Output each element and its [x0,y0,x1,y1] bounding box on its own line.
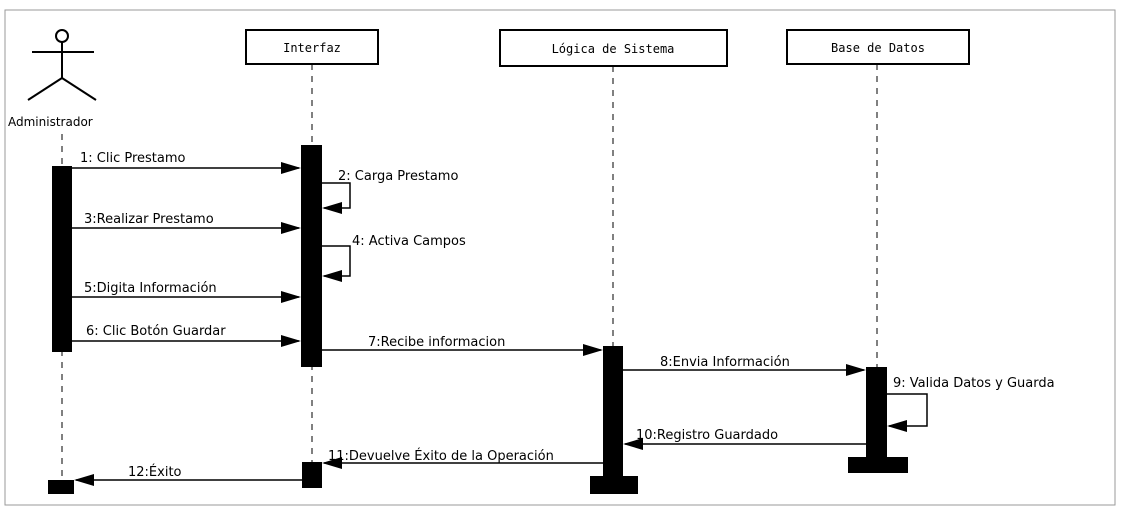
message-12: 12:Éxito [74,464,302,486]
activation-base [866,367,887,457]
message-1-label: 1: Clic Prestamo [80,151,186,166]
participant-interfaz: Interfaz [245,29,379,65]
message-12-label: 12:Éxito [128,464,182,480]
message-9: 9: Valida Datos y Guarda [887,376,1055,432]
message-4-arrow [322,245,351,282]
participant-logica-box [499,29,728,67]
message-11-label: 11:Devuelve Éxito de la Operación [328,448,554,464]
message-1: 1: Clic Prestamo [72,151,301,174]
actor-right-leg [61,77,97,101]
message-10-label: 10:Registro Guardado [636,428,778,443]
message-6-label: 6: Clic Botón Guardar [86,324,226,339]
message-8-label: 8:Envia Información [660,355,790,370]
message-9-arrow [887,393,928,432]
activation-logica-end [590,476,638,494]
message-4-label: 4: Activa Campos [352,234,466,249]
participant-interfaz-label: Interfaz [283,41,341,55]
message-5-label: 5:Digita Información [84,281,217,296]
message-3-label: 3:Realizar Prestamo [84,212,214,227]
message-7-label: 7:Recibe informacion [368,335,505,350]
participant-base-box [786,29,970,65]
activation-base-end [848,457,908,473]
actor-label: Administrador [8,115,93,129]
message-6: 6: Clic Botón Guardar [72,324,301,347]
actor-administrador: Administrador [8,29,97,129]
actor-left-leg [27,77,63,101]
activation-interfaz-end [302,462,322,488]
message-11: 11:Devuelve Éxito de la Operación [322,448,603,469]
message-4: 4: Activa Campos [322,234,466,282]
participant-logica: Lógica de Sistema [499,29,728,67]
message-10: 10:Registro Guardado [623,428,866,450]
activation-interfaz [301,145,322,367]
message-9-label: 9: Valida Datos y Guarda [893,376,1055,391]
message-7: 7:Recibe informacion [322,335,603,356]
participant-logica-label: Lógica de Sistema [552,42,675,56]
message-3: 3:Realizar Prestamo [72,212,301,234]
participant-base: Base de Datos [786,29,970,65]
activation-administrador [52,166,72,352]
message-2-label: 2: Carga Prestamo [338,169,458,184]
message-2-arrow [322,182,351,214]
message-5: 5:Digita Información [72,281,301,303]
message-2: 2: Carga Prestamo [322,169,458,214]
activation-logica [603,346,623,476]
message-8: 8:Envia Información [623,355,866,376]
diagram-frame [4,9,1116,506]
participant-base-label: Base de Datos [831,41,925,55]
activation-administrador-end [48,480,74,494]
